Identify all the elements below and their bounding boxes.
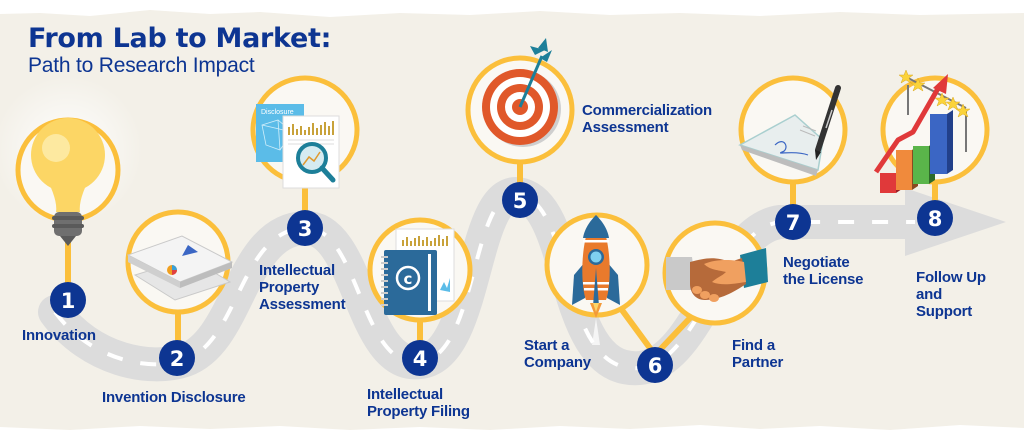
handshake-icon — [666, 248, 768, 302]
label-line: Innovation — [22, 327, 96, 344]
label-line: and — [916, 286, 943, 303]
svg-text:8: 8 — [928, 207, 943, 231]
step-3-icon-circle: Disclosure — [250, 75, 360, 189]
step-badges: 1 2 3 4 5 6 7 8 — [50, 182, 953, 383]
step-6-handshake-circle — [662, 220, 768, 326]
label-line: Find a — [732, 337, 775, 354]
svg-text:2: 2 — [170, 347, 185, 371]
label-line: Support — [916, 303, 973, 320]
rocket-icon — [572, 215, 620, 345]
title-block: From Lab to Market: Path to Research Imp… — [28, 24, 331, 78]
svg-text:c: c — [404, 270, 413, 288]
svg-text:7: 7 — [786, 211, 801, 235]
step-7-icon-circle — [738, 75, 848, 185]
copyright-notebook-icon: c — [381, 228, 455, 315]
label-line: Property — [259, 279, 320, 296]
growth-chart-icon — [873, 69, 971, 193]
step-5-icon-circle — [465, 38, 575, 165]
label-line: Intellectual — [259, 262, 335, 279]
target-arrow-icon — [482, 38, 561, 147]
label-line: Negotiate — [783, 254, 850, 271]
step-6-rocket-circle — [544, 212, 650, 345]
step-4-label: Intellectual Property Filing — [367, 386, 470, 420]
step-8-label: Follow Up and Support — [916, 269, 986, 320]
label-line: the License — [783, 271, 864, 288]
label-line: Partner — [732, 354, 784, 371]
step-2-badge: 2 — [159, 340, 195, 376]
svg-text:1: 1 — [61, 289, 76, 313]
svg-text:3: 3 — [298, 217, 313, 241]
label-line: Assessment — [259, 296, 346, 313]
step-8-icon-circle — [873, 69, 990, 193]
step-7-badge: 7 — [775, 204, 811, 240]
step-8-badge: 8 — [917, 200, 953, 236]
svg-text:6: 6 — [648, 354, 663, 378]
label-line: Intellectual — [367, 386, 443, 403]
step-1-badge: 1 — [50, 282, 86, 318]
svg-text:5: 5 — [513, 189, 528, 213]
step-5-label: Commercialization Assessment — [582, 102, 712, 136]
step-2-label: Invention Disclosure — [102, 389, 246, 406]
label-line: Company — [524, 354, 591, 371]
step-3-badge: 3 — [287, 210, 323, 246]
signature-pen-icon — [738, 85, 841, 176]
page-title: From Lab to Market: — [28, 23, 332, 54]
disclosure-caption: Disclosure — [261, 109, 294, 116]
lightbulb-icon — [31, 118, 105, 246]
step-6-label-find-partner: Find a Partner — [732, 337, 783, 371]
label-line: Property Filing — [367, 403, 470, 420]
step-3-label: Intellectual Property Assessment — [259, 262, 346, 313]
step-7-label: Negotiate the License — [783, 254, 864, 288]
label-line: Start a — [524, 337, 570, 354]
step-1-icon-circle — [0, 75, 143, 246]
page-subtitle: Path to Research Impact — [28, 54, 255, 77]
step-4-icon-circle: c — [367, 217, 473, 323]
magnifier-report-icon: Disclosure — [256, 104, 340, 189]
label-line: Commercialization — [582, 102, 712, 119]
step-6-badge: 6 — [637, 347, 673, 383]
label-line: Follow Up — [916, 269, 986, 286]
step-2-icon-circle — [125, 209, 234, 315]
document-stack-icon — [126, 235, 234, 301]
svg-text:4: 4 — [413, 347, 428, 371]
step-1-label: Innovation — [22, 327, 96, 344]
step-4-badge: 4 — [402, 340, 438, 376]
label-line: Invention Disclosure — [102, 389, 246, 406]
step-5-badge: 5 — [502, 182, 538, 218]
label-line: Assessment — [582, 119, 669, 136]
step-6-label-start-company: Start a Company — [524, 337, 591, 371]
